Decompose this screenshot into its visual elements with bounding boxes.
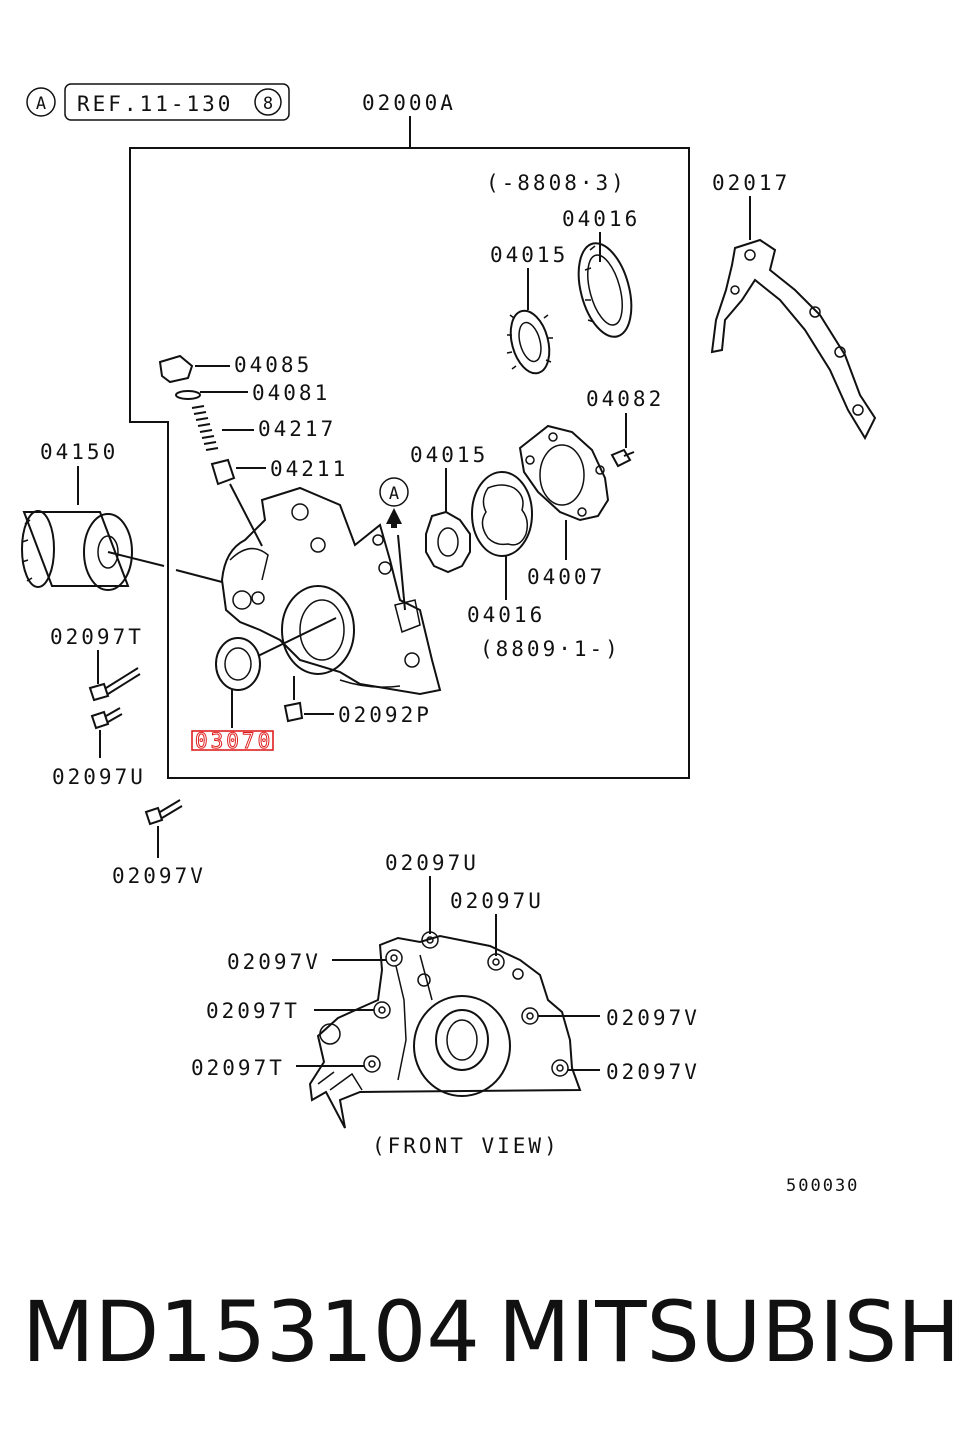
label-02092P[interactable]: 02092P: [338, 703, 432, 727]
arrow-marker-label: A: [389, 484, 399, 504]
ref-header: A REF.11-130 8: [26, 83, 290, 121]
ref-marker-label: A: [36, 94, 46, 114]
outer-rotor-top: [577, 242, 633, 338]
part-number: MD153104: [22, 1283, 480, 1381]
brand-name: MITSUBISHI: [498, 1283, 960, 1381]
date-range-early: (-8808·3): [486, 171, 627, 195]
ref-text[interactable]: REF.11-130: [77, 92, 233, 116]
label-02017[interactable]: 02017: [712, 171, 790, 195]
pump-cover-04007: [518, 424, 610, 522]
inner-gear-top: [506, 309, 553, 375]
fv-label-02097V-left[interactable]: 02097V: [227, 950, 321, 974]
label-04016-top[interactable]: 04016: [562, 207, 640, 231]
front-view-label: (FRONT VIEW): [372, 1134, 560, 1158]
label-02097V[interactable]: 02097V: [112, 864, 206, 888]
label-04015-top[interactable]: 04015: [490, 243, 568, 267]
label-04211[interactable]: 04211: [270, 457, 348, 481]
label-04081[interactable]: 04081: [252, 381, 330, 405]
label-04082[interactable]: 04082: [586, 387, 664, 411]
oil-filter-04150: [21, 510, 133, 591]
fv-label-02097U-b[interactable]: 02097U: [450, 889, 544, 913]
label-04015-mid[interactable]: 04015: [410, 443, 488, 467]
arrow-leader: [397, 534, 406, 611]
gasket-hole: [852, 404, 864, 416]
gasket-02017: [710, 238, 877, 441]
ref-marker-circle: [26, 87, 56, 117]
arrow-marker-circle: [379, 477, 409, 507]
inner-rotor-mid: [425, 510, 471, 574]
assembly-label[interactable]: 02000A: [362, 91, 456, 115]
arrow-up-icon: [386, 508, 402, 528]
gasket-hole: [834, 346, 846, 358]
fv-label-02097V-right-a[interactable]: 02097V: [606, 1006, 700, 1030]
gasket-hole: [744, 249, 756, 261]
ref-sub-label: 8: [263, 94, 273, 114]
plunger-04211: [210, 458, 236, 486]
gasket-hole: [809, 306, 821, 318]
plug-04085: [158, 354, 194, 384]
fv-label-02097U-a[interactable]: 02097U: [385, 851, 479, 875]
outer-rotor-mid: [471, 471, 533, 557]
front-view-drawing: [308, 931, 582, 1129]
bolt-02097U: [90, 707, 123, 730]
assembly-boundary: [129, 147, 690, 779]
oil-pump-housing: [220, 486, 442, 696]
fv-label-02097V-right-b[interactable]: 02097V: [606, 1060, 700, 1084]
filter-centerline: [107, 551, 165, 567]
seal-centerline: [257, 617, 337, 657]
leader-plunger-housing: [229, 483, 263, 547]
bolt-02097V: [144, 799, 183, 826]
screw-04082: [610, 448, 635, 468]
plug-02092P: [283, 701, 304, 723]
highlight-box-03070: [191, 730, 274, 751]
fv-label-02097T-b[interactable]: 02097T: [191, 1056, 285, 1080]
oil-seal-inner: [224, 647, 252, 681]
washer-04081: [175, 390, 201, 400]
gasket-hole: [730, 285, 740, 295]
label-04085[interactable]: 04085: [234, 353, 312, 377]
diagram-number: 500030: [786, 1176, 859, 1196]
label-03070[interactable]: 03070: [195, 729, 273, 754]
fv-label-02097T-a[interactable]: 02097T: [206, 999, 300, 1023]
date-range-late: (8809·1-): [480, 637, 621, 661]
spring-04217: [191, 405, 219, 451]
ref-sub-circle: [254, 88, 282, 116]
label-04007[interactable]: 04007: [527, 565, 605, 589]
label-02097U[interactable]: 02097U: [52, 765, 146, 789]
bolt-02097T: [88, 667, 141, 702]
label-04150[interactable]: 04150: [40, 440, 118, 464]
label-04016-mid[interactable]: 04016: [467, 603, 545, 627]
ref-box: [64, 83, 290, 121]
oil-seal-03070: [215, 637, 261, 691]
label-02097T[interactable]: 02097T: [50, 625, 144, 649]
label-04217[interactable]: 04217: [258, 417, 336, 441]
filter-centerline-2: [175, 569, 223, 583]
